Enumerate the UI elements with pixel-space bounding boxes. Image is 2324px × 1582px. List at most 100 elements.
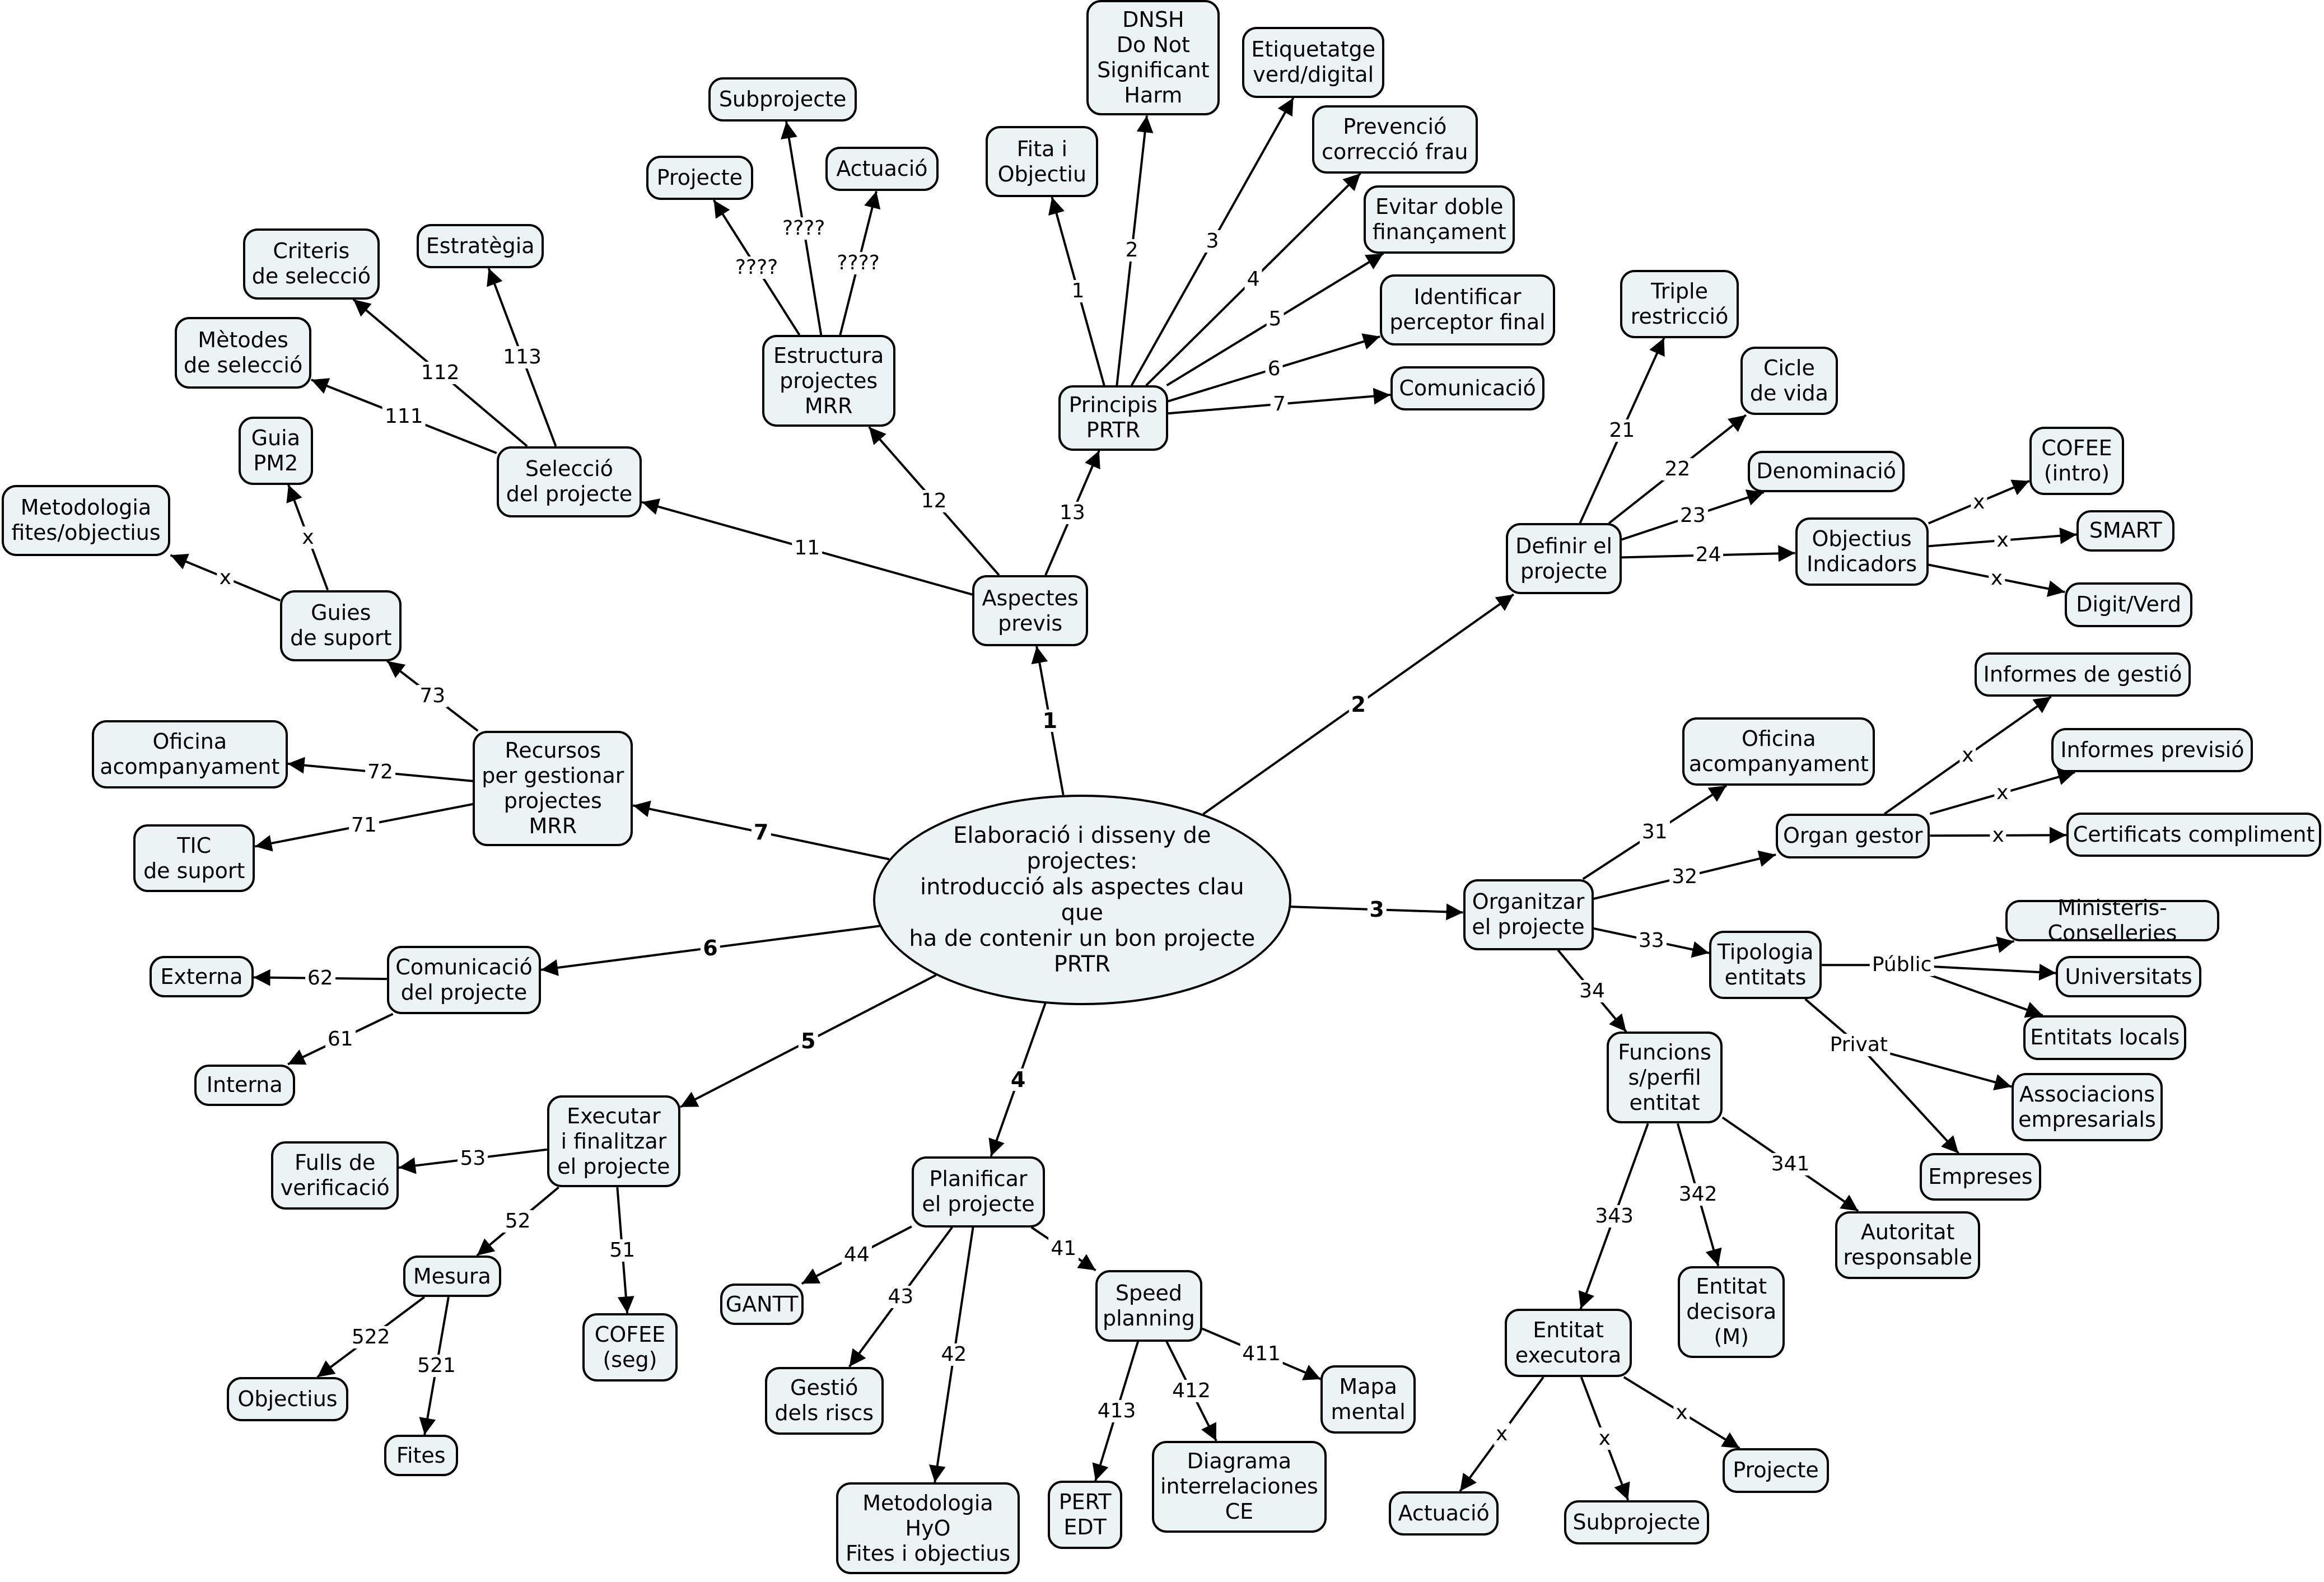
node-triple[interactable]: Triple restricció: [1620, 269, 1739, 338]
node-funcions[interactable]: Funcions s/perfil entitat: [1607, 1032, 1723, 1124]
node-mapa[interactable]: Mapa mental: [1320, 1365, 1416, 1434]
edge-label: ????: [834, 251, 882, 274]
node-evitar[interactable]: Evitar doble finançament: [1364, 185, 1515, 254]
node-executar[interactable]: Executar i finalitzar el projecte: [547, 1095, 680, 1188]
node-entitats-locals[interactable]: Entitats locals: [2023, 1015, 2187, 1060]
node-dnsh[interactable]: DNSH Do Not Significant Harm: [1086, 0, 1220, 116]
node-digit[interactable]: Digit/Verd: [2065, 582, 2192, 627]
node-prevencio[interactable]: Prevenció correcció frau: [1312, 105, 1478, 174]
edge-label: 32: [1669, 865, 1700, 888]
node-oficina-b[interactable]: Oficina acompanyament: [1682, 717, 1875, 786]
node-aspectes[interactable]: Aspectes previs: [972, 575, 1088, 647]
node-guia-pm2[interactable]: Guia PM2: [239, 416, 313, 485]
node-metodologia-fo[interactable]: Metodologia fites/objectius: [1, 484, 171, 556]
node-speed[interactable]: Speed planning: [1095, 1270, 1202, 1342]
node-root[interactable]: Elaboració i disseny de projectes: intro…: [873, 794, 1291, 1005]
node-mesura[interactable]: Mesura: [403, 1256, 501, 1298]
node-organ[interactable]: Organ gestor: [1776, 814, 1930, 858]
node-pert[interactable]: PERT EDT: [1048, 1481, 1122, 1550]
node-estructura[interactable]: Estructura projectes MRR: [762, 335, 895, 427]
node-gantt[interactable]: GANTT: [720, 1284, 804, 1326]
node-fulls[interactable]: Fulls de verificació: [271, 1141, 399, 1210]
edge-label: 2: [1348, 693, 1368, 716]
node-subprojecte-a[interactable]: Subprojecte: [708, 77, 857, 122]
node-interna[interactable]: Interna: [194, 1064, 295, 1106]
node-empreses[interactable]: Empreses: [1919, 1153, 2041, 1201]
edge-label: Privat: [1827, 1034, 1891, 1057]
edge-label: 73: [417, 684, 448, 707]
node-objectius-i[interactable]: Objectius Indicadors: [1795, 517, 1929, 586]
node-label: Aspectes previs: [982, 585, 1079, 636]
node-actuacio-a[interactable]: Actuació: [825, 147, 939, 192]
node-label: COFEE (intro): [2041, 436, 2112, 486]
node-diagrama[interactable]: Diagrama interrelaciones CE: [1151, 1440, 1327, 1533]
node-estrategia[interactable]: Estratègia: [416, 223, 544, 269]
node-associacions[interactable]: Associacions empresarials: [2011, 1073, 2163, 1142]
node-label: Interna: [206, 1072, 283, 1098]
node-cicle[interactable]: Cicle de vida: [1740, 347, 1838, 416]
node-metodologia-hyo[interactable]: Metodologia HyO Fites i objectius: [836, 1482, 1020, 1575]
node-etiquetatge[interactable]: Etiquetatge verd/digital: [1242, 26, 1385, 98]
node-criteris[interactable]: Criteris de selecció: [243, 228, 380, 300]
node-label: Prevenció correcció frau: [1322, 114, 1468, 164]
node-tic[interactable]: TIC de suport: [133, 824, 255, 893]
node-smart[interactable]: SMART: [2076, 510, 2175, 552]
node-label: Oficina acompanyament: [1688, 726, 1869, 777]
node-actuacio-b[interactable]: Actuació: [1389, 1491, 1499, 1536]
node-fita[interactable]: Fita i Objectiu: [986, 125, 1099, 198]
node-organitzar[interactable]: Organitzar el projecte: [1463, 879, 1594, 950]
node-guies[interactable]: Guies de suport: [280, 590, 402, 661]
node-definir[interactable]: Definir el projecte: [1506, 523, 1622, 595]
node-label: Entitat decisora (M): [1686, 1274, 1777, 1350]
node-comunicacio-a[interactable]: Comunicació: [1390, 366, 1545, 411]
node-label: Organitzar el projecte: [1472, 889, 1585, 940]
node-projecte-b[interactable]: Projecte: [1722, 1448, 1830, 1493]
node-objectius-m[interactable]: Objectius: [226, 1377, 349, 1422]
edge-label: 342: [1676, 1183, 1720, 1206]
node-label: Fita i Objectiu: [997, 136, 1087, 186]
node-recursos[interactable]: Recursos per gestionar projectes MRR: [473, 730, 633, 847]
node-label: Cicle de vida: [1749, 356, 1828, 406]
node-comunicacio-p[interactable]: Comunicació del projecte: [386, 945, 542, 1014]
edge-label: 42: [939, 1343, 969, 1366]
node-label: Triple restricció: [1630, 278, 1729, 329]
node-executora[interactable]: Entitat executora: [1504, 1309, 1632, 1378]
edge-label: 5: [1266, 308, 1284, 331]
node-autoritat[interactable]: Autoritat responsable: [1835, 1211, 1981, 1280]
node-gestio[interactable]: Gestió dels riscs: [764, 1366, 884, 1435]
node-planificar[interactable]: Planificar el projecte: [911, 1156, 1046, 1228]
node-label: Organ gestor: [1782, 823, 1923, 848]
edge-label: x: [1959, 744, 1976, 767]
node-label: Guia PM2: [251, 425, 301, 475]
edge-label: x: [1493, 1422, 1510, 1445]
node-label: Oficina acompanyament: [100, 729, 280, 780]
node-inf-previsio[interactable]: Informes previsió: [2051, 727, 2253, 773]
node-principis[interactable]: Principis PRTR: [1058, 385, 1168, 451]
edge-label: 33: [1636, 929, 1667, 952]
node-identificar[interactable]: Identificar perceptor final: [1380, 274, 1555, 346]
edge-label: 72: [365, 761, 395, 784]
node-decisora[interactable]: Entitat decisora (M): [1678, 1266, 1785, 1358]
node-externa[interactable]: Externa: [150, 956, 254, 998]
node-subprojecte-b[interactable]: Subprojecte: [1564, 1500, 1709, 1545]
node-label: Projecte: [656, 165, 743, 190]
edge-label: 113: [501, 346, 544, 368]
node-inf-gestio[interactable]: Informes de gestió: [1974, 652, 2191, 697]
node-universitats[interactable]: Universitats: [2056, 956, 2201, 998]
node-seleccio[interactable]: Selecció del projecte: [496, 446, 642, 517]
node-denominacio[interactable]: Denominació: [1747, 450, 1905, 492]
node-tipologia[interactable]: Tipologia entitats: [1709, 931, 1822, 1000]
node-cofee-intro[interactable]: COFEE (intro): [2029, 427, 2125, 496]
node-label: Estructura projectes MRR: [773, 343, 884, 418]
node-label: DNSH Do Not Significant Harm: [1097, 7, 1210, 108]
node-ministeris[interactable]: Ministeris-Conselleries: [2005, 895, 2219, 945]
node-label: Mètodes de selecció: [183, 327, 303, 377]
node-cofee-seg[interactable]: COFEE (seg): [582, 1313, 678, 1382]
node-metodes[interactable]: Mètodes de selecció: [175, 317, 311, 389]
node-fites[interactable]: Fites: [384, 1435, 458, 1477]
edge-label: 6: [1265, 357, 1283, 380]
node-certificats[interactable]: Certificats compliment: [2066, 812, 2322, 857]
node-oficina-a[interactable]: Oficina acompanyament: [92, 720, 288, 789]
node-projecte-a[interactable]: Projecte: [646, 155, 753, 200]
